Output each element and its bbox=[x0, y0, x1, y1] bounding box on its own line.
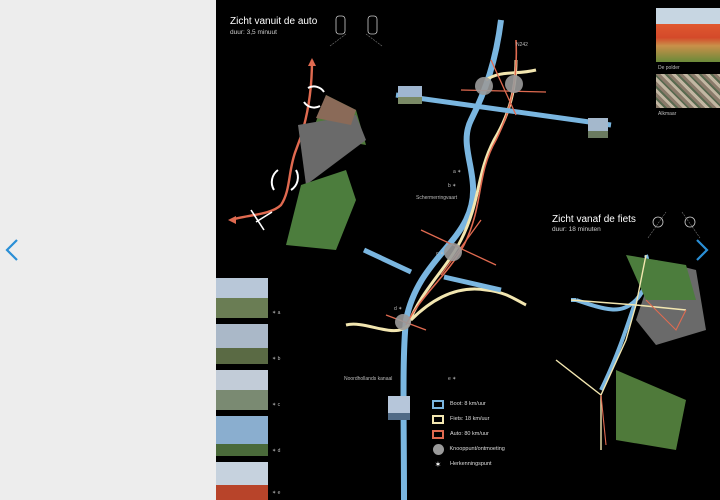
auto-section-title: Zicht vanuit de auto bbox=[230, 16, 318, 27]
legend-label: Boot: 8 km/uur bbox=[450, 401, 486, 407]
bike-view-icon bbox=[647, 211, 701, 239]
chevron-left-icon bbox=[5, 239, 18, 261]
svg-text:e ✶: e ✶ bbox=[448, 376, 456, 382]
thumbnail-label: ✶ c bbox=[272, 402, 281, 408]
legend-label: Herkenningspunt bbox=[450, 461, 492, 467]
canal-label-2: Noordhollands kanaal bbox=[344, 376, 393, 382]
legend-label: Auto: 80 km/uur bbox=[450, 431, 489, 437]
thumbnail-b bbox=[216, 324, 268, 364]
legend-label: Fiets: 18 km/uur bbox=[450, 416, 490, 422]
thumbnail-a bbox=[216, 278, 268, 318]
alkmaar-caption: Alkmaar bbox=[658, 111, 677, 117]
car-view-icon bbox=[329, 15, 383, 47]
thumbnail-d bbox=[216, 416, 268, 456]
auto-section-duration: duur: 3,5 minuut bbox=[230, 29, 277, 36]
bike-section-title: Zicht vanaf de fiets bbox=[552, 214, 636, 225]
polder-photo bbox=[656, 8, 720, 62]
thumbnail-label: ✶ a bbox=[272, 310, 281, 316]
road-label: N242 bbox=[516, 42, 528, 48]
view-photo-west bbox=[398, 86, 422, 104]
polder-caption: De polder bbox=[658, 65, 680, 71]
thumbnail-e bbox=[216, 462, 268, 500]
route-map: a ✶ b ✶ c ✶ d ✶ e ✶ bbox=[228, 19, 706, 500]
landmark-icon: ✶ bbox=[434, 459, 442, 469]
legend-item: Knooppunt/ontmoeting bbox=[432, 443, 505, 455]
chevron-right-icon bbox=[696, 239, 709, 261]
alkmaar-photo bbox=[656, 74, 720, 108]
left-panel bbox=[0, 0, 216, 500]
thumbnail-label: ✶ d bbox=[272, 448, 281, 454]
thumbnail-c bbox=[216, 370, 268, 410]
bike-route-2 bbox=[409, 287, 527, 322]
svg-text:d ✶: d ✶ bbox=[394, 306, 402, 312]
view-photo-east bbox=[588, 118, 608, 138]
canal-label-1: Schermerringvaart bbox=[416, 195, 458, 201]
boat-route bbox=[400, 19, 504, 500]
thumbnail-label: ✶ e bbox=[272, 490, 281, 496]
legend-item: Boot: 8 km/uur bbox=[432, 399, 486, 409]
svg-text:b ✶: b ✶ bbox=[448, 183, 456, 189]
map-poster: a ✶ b ✶ c ✶ d ✶ e ✶ Zicht vanuit de auto… bbox=[216, 0, 720, 500]
legend-label: Knooppunt/ontmoeting bbox=[449, 446, 505, 452]
view-photo-south bbox=[388, 396, 410, 420]
svg-text:c ✶: c ✶ bbox=[436, 251, 444, 257]
car-route bbox=[405, 39, 518, 326]
bike-section-duration: duur: 18 minuten bbox=[552, 226, 601, 233]
next-page-button[interactable] bbox=[694, 238, 710, 262]
bike-route-3 bbox=[485, 68, 537, 82]
thumbnail-label: ✶ b bbox=[272, 356, 281, 362]
legend-item: Auto: 80 km/uur bbox=[432, 429, 489, 439]
prev-page-button[interactable] bbox=[4, 238, 20, 262]
svg-text:a ✶: a ✶ bbox=[453, 169, 461, 175]
legend-item: ✶ Herkenningspunt bbox=[432, 459, 492, 469]
legend-item: Fiets: 18 km/uur bbox=[432, 414, 489, 424]
